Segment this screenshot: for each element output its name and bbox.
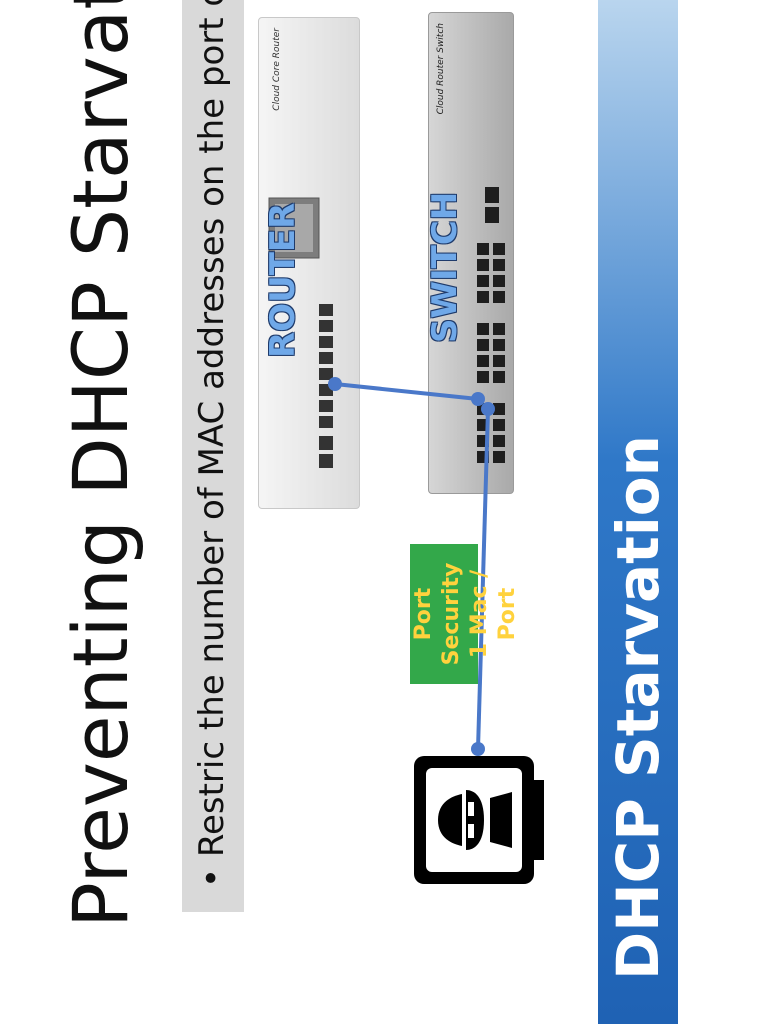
attacker-port-dot	[471, 742, 485, 756]
router-ports-graphic: Cloud Core Router	[268, 27, 333, 468]
hacker-laptop-icon	[414, 756, 544, 884]
switch-attacker-link	[476, 408, 490, 750]
switch-ports-graphic: Cloud Router Switch	[436, 23, 505, 463]
router-brand: Cloud Core Router	[272, 27, 282, 111]
port-security-line1: Port Security	[411, 562, 464, 666]
switch-port-dot-a	[471, 392, 485, 406]
port-security-line2: 1 Mac / Port	[467, 569, 520, 659]
switch-device: Cloud Router Switch SWITCH	[425, 12, 514, 494]
right-margin	[678, 0, 768, 1024]
switch-brand: Cloud Router Switch	[436, 23, 446, 115]
section-banner: DHCP Starvation	[598, 0, 678, 1024]
port-security-badge: Port Security 1 Mac / Port	[410, 544, 520, 684]
router-switch-link	[334, 382, 479, 401]
router-port-dot	[328, 377, 342, 391]
switch-port-dot-b	[481, 402, 495, 416]
router-device: Cloud Core Router ROUTER	[258, 17, 360, 509]
section-title: DHCP Starvation	[604, 435, 672, 980]
